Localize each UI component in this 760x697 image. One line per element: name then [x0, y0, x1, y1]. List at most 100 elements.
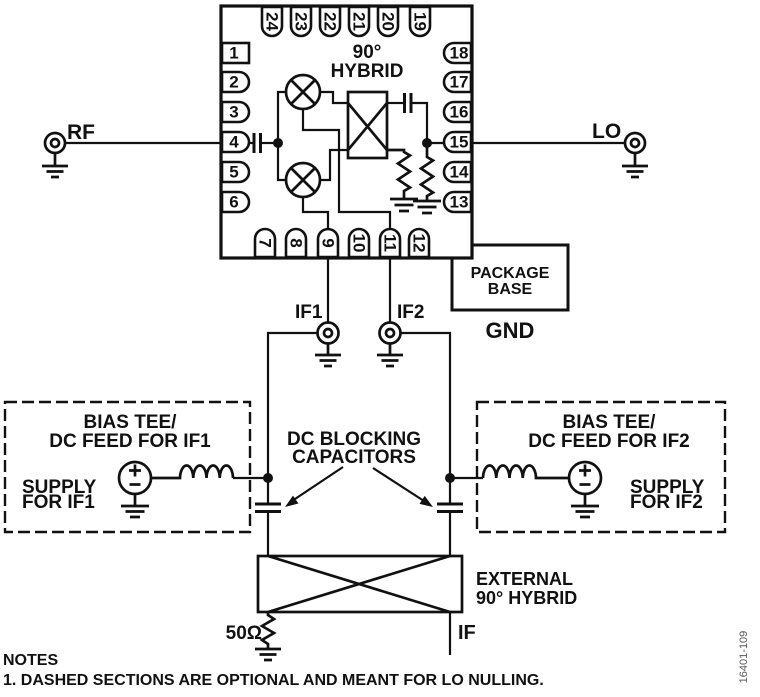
- pin-1-number: 1: [229, 44, 238, 63]
- pin-12-number: 12: [410, 234, 429, 253]
- bias-tee-right-supply-line2: FOR IF2: [630, 492, 703, 513]
- pin-4-pad: [220, 130, 251, 154]
- if2-connector-center: [384, 327, 396, 339]
- pin-8: 8: [284, 227, 308, 259]
- wire-if2-branch: [400, 331, 452, 503]
- bias-tee-left-dashed-box: [3, 400, 252, 534]
- pin-20-number: 20: [379, 12, 398, 31]
- pin-24-pad: [260, 5, 284, 38]
- bias-tee-right-title-line2: DC FEED FOR IF2: [528, 431, 690, 452]
- wire-lo-cap-to-pin15: [412, 101, 445, 145]
- dc-source-left-plus: [129, 464, 141, 477]
- note-item-1: 1. DASHED SECTIONS ARE OPTIONAL AND MEAN…: [3, 672, 544, 689]
- pin-1: 1: [220, 41, 251, 65]
- pin-19-pad: [408, 5, 432, 38]
- pin-17: 17: [442, 70, 473, 94]
- pin-14: 14: [442, 160, 473, 184]
- arrow-right-line: [372, 467, 425, 502]
- dc-block-capacitor-right-icon: [437, 502, 463, 513]
- external-hybrid-box: [256, 554, 464, 614]
- external-hybrid-label-line2: 90° HYBRID: [476, 588, 577, 608]
- pin-18-pad: [442, 41, 473, 65]
- arrow-left-head-icon: [285, 495, 299, 507]
- dc-source-left-icon: [117, 460, 153, 496]
- pin-6-pad: [220, 190, 251, 214]
- pin-18: 18: [442, 41, 473, 65]
- pin-3-number: 3: [229, 103, 238, 122]
- pin-7-number: 7: [256, 238, 275, 247]
- chip-pins-right: 18 17 16 15 14 13: [442, 41, 473, 214]
- pin-19: 19: [408, 5, 432, 38]
- if1-connector-icon: [316, 321, 340, 345]
- rf-label: RF: [67, 121, 95, 144]
- internal-hybrid-label: 90°HYBRID: [331, 42, 404, 82]
- ground-icon-resistor-right: [413, 199, 441, 215]
- if2-label: IF2: [397, 302, 424, 323]
- wire-if1-branch: [266, 331, 318, 503]
- pin-1-pad: [220, 41, 251, 65]
- ground-icon-rf: [42, 153, 68, 179]
- termination-resistor-icon: [259, 612, 277, 649]
- pin-8-pad: [284, 227, 308, 259]
- bias-tee-left-supply-line2: FOR IF1: [22, 492, 95, 513]
- package-base-gnd-label: GND: [486, 318, 535, 343]
- package-base-box: [450, 243, 570, 312]
- rf-connector-icon: [43, 131, 67, 155]
- pin-12: 12: [407, 227, 431, 259]
- lo-connector-center: [629, 137, 641, 149]
- lo-dc-block-capacitor-icon: [403, 93, 413, 113]
- lo-label: LO: [592, 120, 621, 143]
- pin-10-pad: [347, 227, 371, 259]
- bias-tee-right-title: BIAS TEE/DC FEED FOR IF2: [528, 412, 690, 452]
- pin-13-pad: [442, 190, 473, 214]
- pin-2-number: 2: [229, 73, 238, 92]
- pin-10: 10: [347, 227, 371, 259]
- ground-icon-source-left: [121, 494, 149, 519]
- pin-5-pad: [220, 160, 251, 184]
- ground-icon-resistor-left: [390, 197, 418, 213]
- pin-3-pad: [220, 100, 251, 124]
- pin-21-pad: [347, 5, 371, 38]
- pin-12-pad: [407, 227, 431, 259]
- bias-tee-left-title: BIAS TEE/DC FEED FOR IF1: [49, 412, 211, 452]
- external-hybrid-x: [267, 554, 451, 614]
- dc-source-right-plus: [579, 464, 591, 477]
- bias-tee-left-supply-line1: SUPPLY: [22, 477, 97, 498]
- ground-icon-lo: [622, 153, 648, 179]
- bias-tee-left-title-line2: DC FEED FOR IF1: [49, 431, 211, 452]
- internal-hybrid-box: [346, 90, 389, 160]
- pin-16-number: 16: [450, 103, 469, 122]
- ground-icon-if1: [315, 343, 341, 368]
- pin-14-number: 14: [450, 163, 469, 182]
- pin-10-number: 10: [350, 234, 369, 253]
- chip-pins-top: 24 23 22 21 20 19: [260, 5, 432, 38]
- pin-4-number: 4: [229, 133, 239, 152]
- chip-package-outline: [219, 4, 474, 260]
- lo-connector-icon: [623, 131, 647, 155]
- lo-port: LO: [471, 120, 648, 179]
- pin-9-pad: [316, 227, 340, 259]
- package-base-label-line1: PACKAGE: [471, 265, 550, 282]
- pin-23-pad: [289, 5, 313, 38]
- pin-17-pad: [442, 70, 473, 94]
- pin-2: 2: [220, 70, 251, 94]
- ground-icon-source-right: [571, 494, 599, 519]
- pin-22-number: 22: [321, 12, 340, 31]
- pin-8-number: 8: [287, 238, 306, 247]
- termination-label: 50Ω: [226, 623, 262, 644]
- arrow-left-line: [291, 466, 344, 502]
- if1-connector-center: [322, 327, 334, 339]
- inductor-left-icon: [151, 464, 235, 480]
- ground-icon-if2: [377, 343, 403, 368]
- if-output-label: IF: [458, 622, 476, 644]
- pin-6: 6: [220, 190, 251, 214]
- wire-mixer-top-to-hybrid: [320, 90, 348, 105]
- pin-16: 16: [442, 100, 473, 124]
- pin-9-number: 9: [319, 238, 338, 247]
